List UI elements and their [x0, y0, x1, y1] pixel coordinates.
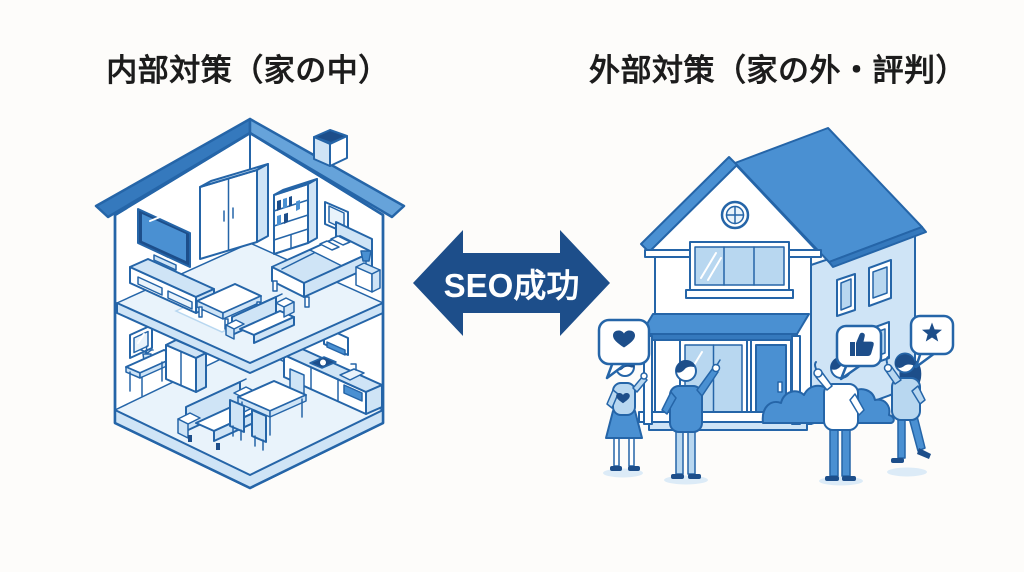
cabinet	[165, 339, 207, 393]
side-window-upper-right	[868, 259, 892, 307]
awning	[640, 313, 810, 341]
left-section-title: 内部対策（家の中）	[106, 53, 390, 88]
speech-bubble-heart	[597, 318, 651, 380]
window-sill	[685, 289, 794, 299]
person-woman-star	[883, 352, 931, 477]
person-man-pointing	[661, 359, 721, 485]
right-section-title: 外部対策（家の外・評判）	[589, 53, 967, 88]
heart-in-hand	[616, 392, 630, 404]
house-outline	[113, 131, 385, 490]
heart-icon	[612, 330, 636, 348]
nightstand-lamp	[355, 250, 381, 293]
thumbs-up-icon	[850, 332, 874, 356]
side-window-upper-left	[836, 273, 856, 317]
sofa-upper	[225, 293, 295, 344]
speech-bubble-star	[909, 314, 955, 369]
pointing-arm	[696, 367, 719, 397]
chimney	[313, 129, 348, 167]
double-arrow-shape	[413, 230, 610, 336]
arrow-label: SEO成功	[444, 267, 580, 304]
star-icon	[922, 322, 942, 342]
speech-bubble-thumbsup	[835, 324, 883, 381]
wardrobe	[199, 163, 269, 260]
tv-unit	[129, 208, 215, 314]
dining-set	[229, 368, 307, 451]
seo-success-arrow: SEO成功	[413, 230, 610, 336]
upstairs-window	[685, 241, 794, 299]
gable-round-window	[720, 200, 750, 230]
bookshelf	[273, 178, 318, 255]
house-exterior-illustration	[597, 127, 955, 486]
house-interior-illustration	[94, 117, 406, 490]
